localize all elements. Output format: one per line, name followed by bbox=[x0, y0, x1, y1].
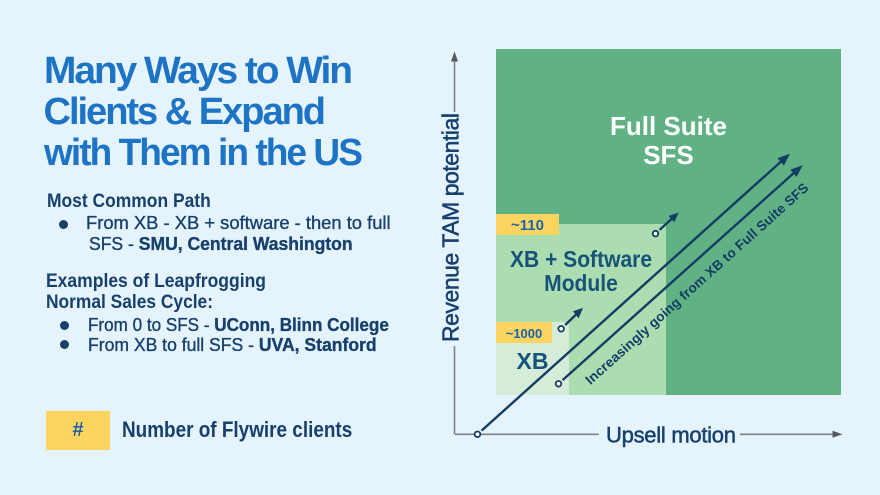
svg-text:Increasingly going from XB to: Increasingly going from XB to Full Suite… bbox=[582, 180, 811, 387]
svg-text:Upsell motion: Upsell motion bbox=[606, 422, 736, 447]
svg-text:Revenue TAM potential: Revenue TAM potential bbox=[438, 113, 464, 342]
